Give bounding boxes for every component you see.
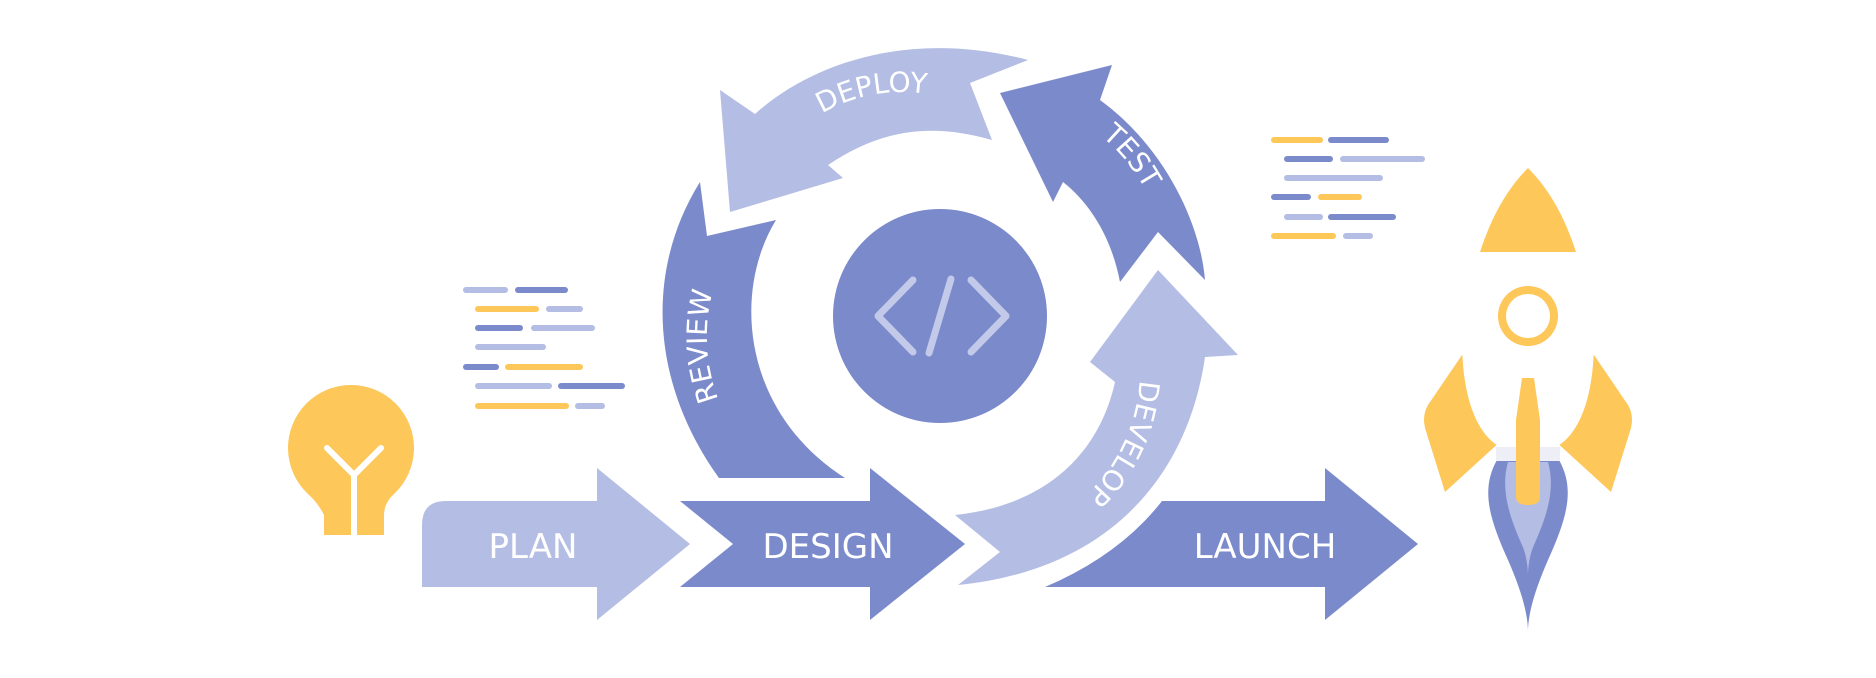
- lightbulb-icon: [288, 384, 415, 535]
- launch-arrow: LAUNCH: [1045, 468, 1418, 620]
- plan-label: PLAN: [489, 527, 578, 567]
- review-arrow: REVIEW: [662, 182, 845, 478]
- code-lines-left: [463, 287, 625, 409]
- code-icon: [833, 209, 1047, 423]
- design-label: DESIGN: [762, 527, 893, 567]
- code-lines-right: [1271, 137, 1425, 239]
- design-arrow: DESIGN: [680, 468, 965, 620]
- plan-arrow: PLAN: [422, 468, 690, 620]
- launch-label: LAUNCH: [1194, 527, 1337, 567]
- test-arrow: TEST: [1000, 65, 1205, 282]
- deploy-arrow: DEPLOY: [720, 48, 1028, 212]
- rocket-icon: [1424, 168, 1632, 632]
